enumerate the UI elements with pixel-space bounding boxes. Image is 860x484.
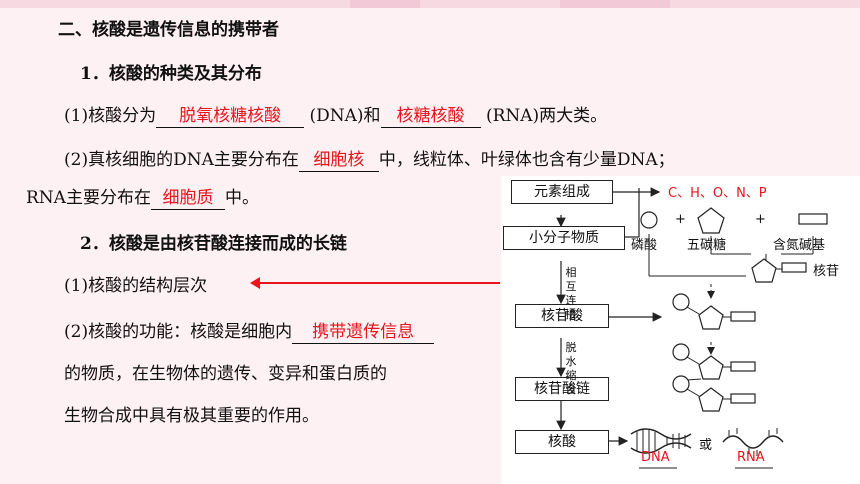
section2-line4: 生物合成中具有极其重要的作用。 (64, 406, 319, 426)
base-label: 含氮碱基 (773, 238, 826, 253)
text: (2)核酸的功能：核酸是细胞内 (64, 322, 293, 342)
answer-blank: 细胞质 (150, 187, 225, 210)
text: 中，线粒体、叶绿体也含有少量DNA； (378, 150, 675, 170)
pentose-label: 五碳糖 (687, 238, 727, 253)
text: (DNA)和 (309, 106, 381, 126)
box-element-composition: 元素组成 (511, 180, 613, 204)
rna-label: RNA (737, 450, 765, 465)
plus-sign-2: + (755, 212, 766, 227)
answer-text: 细胞质 (162, 188, 214, 208)
section-heading: 二、核酸是遗传信息的携带者 (58, 20, 279, 40)
phosphate-label: 磷酸 (631, 238, 658, 253)
diagram-lines (556, 187, 828, 469)
nucleoside-label: 核苷 (813, 264, 840, 279)
box-nucleotide-chain: 核苷酸链 (515, 377, 609, 401)
pointer-arrow-line (258, 282, 500, 284)
text: (2)真核细胞的DNA主要分布在 (64, 150, 299, 170)
text: RNA主要分布在 (26, 188, 151, 208)
or-label: 或 (699, 438, 713, 453)
answer-text: 携带遗传信息 (312, 322, 415, 342)
answer-blank: 携带遗传信息 (292, 321, 435, 344)
elements-label: C、H、O、N、P (668, 186, 767, 201)
section2-line3: 的物质，在生物体的遗传、变异和蛋白质的 (64, 364, 387, 384)
answer-blank: 核糖核酸 (380, 105, 481, 128)
step-dehydration-label: 脱水缩合 (565, 341, 577, 396)
text: (1)核酸分为 (64, 106, 157, 126)
nucleic-acid-structure-diagram: 元素组成 小分子物质 核苷酸 核苷酸链 核酸 C、H、O、N、P 磷酸 五碳糖 … (501, 176, 860, 484)
box-small-molecule: 小分子物质 (503, 226, 625, 250)
step-connect-label: 相互连接 (565, 266, 577, 321)
answer-blank: 脱氧核糖核酸 (156, 105, 305, 128)
answer-text: 核糖核酸 (396, 106, 465, 126)
answer-blank: 细胞核 (298, 149, 379, 172)
section1-line2: (2)真核细胞的DNA主要分布在细胞核中，线粒体、叶绿体也含有少量DNA； (64, 148, 675, 172)
dna-label: DNA (641, 450, 670, 465)
section2-line2: (2)核酸的功能：核酸是细胞内携带遗传信息 (64, 320, 435, 344)
answer-text: 脱氧核糖核酸 (179, 106, 282, 126)
text: (RNA)两大类。 (485, 106, 608, 126)
box-nucleic-acid: 核酸 (515, 430, 609, 454)
plus-sign-1: + (675, 212, 686, 227)
section1-line1: (1)核酸分为 脱氧核糖核酸 (DNA)和核糖核酸 (RNA)两大类。 (64, 104, 607, 128)
section1-title: 1．核酸的种类及其分布 (80, 64, 262, 84)
section2-line1: (1)核酸的结构层次 (64, 276, 208, 296)
section1-line3: RNA主要分布在细胞质中。 (26, 186, 259, 210)
text: 中。 (224, 188, 259, 208)
section2-title: 2．核酸是由核苷酸连接而成的长链 (80, 234, 347, 254)
pointer-arrow-head (250, 277, 260, 289)
box-nucleotide: 核苷酸 (515, 304, 609, 328)
answer-text: 细胞核 (313, 150, 365, 170)
top-banner (0, 0, 860, 8)
